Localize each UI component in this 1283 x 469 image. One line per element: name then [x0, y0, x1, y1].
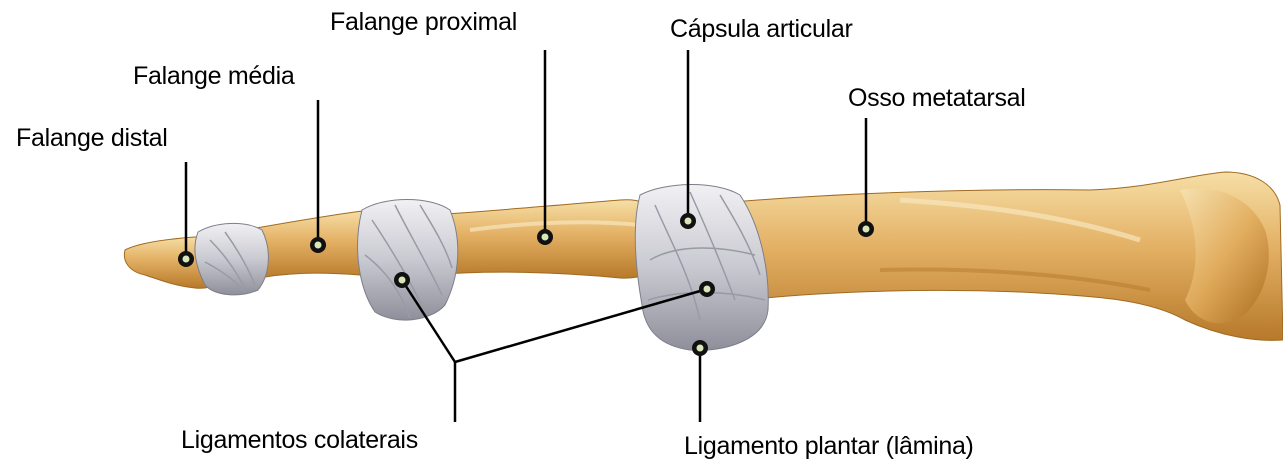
marker-ligamento-colateral-1: [394, 272, 410, 288]
marker-osso-metatarsal: [858, 221, 874, 237]
marker-falange-media: [310, 237, 326, 253]
label-osso-metatarsal: Osso metatarsal: [848, 84, 1026, 112]
marker-falange-distal: [178, 251, 194, 267]
label-falange-proximal: Falange proximal: [330, 8, 517, 36]
label-falange-media: Falange média: [133, 62, 294, 90]
label-capsula-articular: Cápsula articular: [670, 15, 853, 43]
distal-joint-ligament: [195, 223, 268, 294]
marker-capsula-articular: [680, 213, 696, 229]
joint-capsule-ligament: [635, 184, 768, 350]
label-ligamento-plantar: Ligamento plantar (lâmina): [684, 432, 974, 460]
marker-falange-proximal: [537, 229, 553, 245]
label-ligamentos-colaterais: Ligamentos colaterais: [181, 426, 418, 454]
label-falange-distal: Falange distal: [16, 124, 167, 152]
marker-ligamento-plantar: [692, 340, 708, 356]
marker-ligamento-colateral-2: [699, 281, 715, 297]
proximal-interphalangeal-ligament: [358, 200, 458, 321]
